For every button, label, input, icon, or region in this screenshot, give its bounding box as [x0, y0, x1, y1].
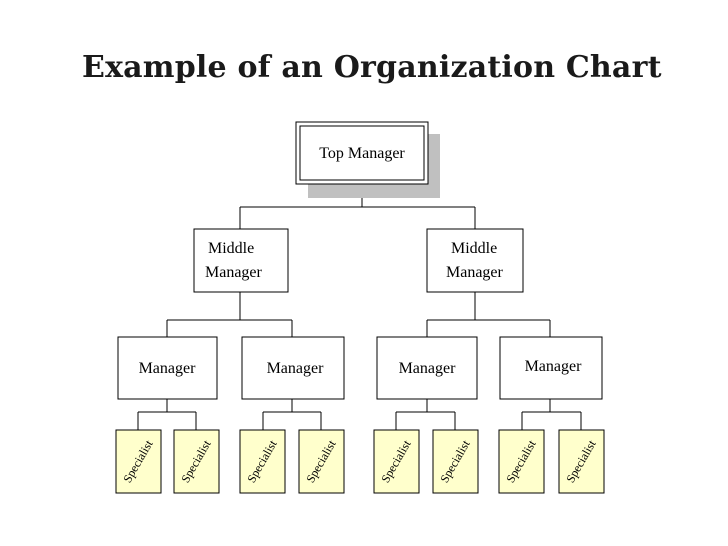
specialist-node-4: Specialist: [298, 429, 345, 494]
middle-manager-label-1-line2: Manager: [205, 264, 263, 281]
specialist-node-8: Specialist: [558, 429, 605, 494]
manager-node-2: Manager: [241, 336, 345, 400]
middle-manager-label-2-line2: Manager: [446, 264, 504, 281]
manager-node-1: Manager: [117, 336, 218, 400]
manager-label-3: Manager: [399, 360, 457, 377]
specialist-node-5: Specialist: [373, 429, 420, 494]
middle-manager-node-1: Middle Manager: [193, 228, 289, 293]
top-manager-node: Top Manager: [295, 121, 440, 198]
specialist-node-1: Specialist: [115, 429, 162, 494]
manager-node-4: Manager: [499, 336, 603, 400]
specialist-node-6: Specialist: [432, 429, 479, 494]
middle-manager-node-2: Middle Manager: [426, 228, 524, 293]
specialist-node-3: Specialist: [239, 429, 286, 494]
specialist-node-2: Specialist: [173, 429, 220, 494]
middle-manager-label-2-line1: Middle: [451, 240, 497, 257]
connectors: [137, 183, 582, 430]
manager-node-3: Manager: [376, 336, 478, 400]
middle-manager-label-1-line1: Middle: [208, 240, 254, 257]
manager-label-1: Manager: [139, 360, 197, 377]
top-manager-label: Top Manager: [319, 145, 405, 162]
manager-label-4: Manager: [525, 358, 583, 375]
specialist-node-7: Specialist: [498, 429, 545, 494]
manager-label-2: Manager: [267, 360, 325, 377]
chart-title: Example of an Organization Chart: [82, 50, 662, 85]
